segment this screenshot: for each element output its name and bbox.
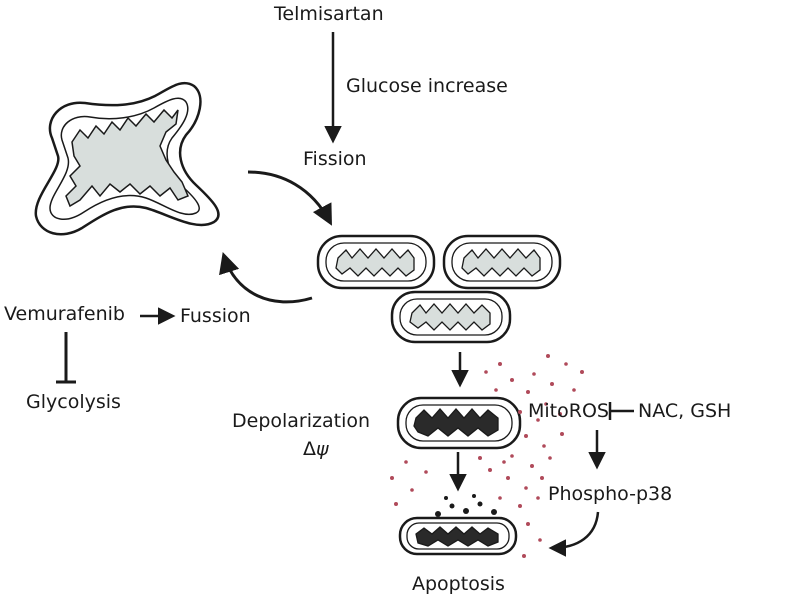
fragmented-mitochondrion-2 <box>442 234 562 290</box>
phospho-p38-label: Phospho-p38 <box>548 483 673 505</box>
telmisartan-label: Telmisartan <box>274 3 384 25</box>
fused-mitochondrion <box>34 81 220 236</box>
delta-psi-label: Δψ <box>303 440 329 459</box>
apoptosis-label: Apoptosis <box>412 573 505 595</box>
glucose-increase-label: Glucose increase <box>346 75 508 97</box>
fussion-label: Fussion <box>180 305 251 327</box>
depolarization-label: Depolarization <box>232 410 371 432</box>
fission-label: Fission <box>303 148 367 170</box>
nac-gsh-label: NAC, GSH <box>638 400 732 422</box>
fragmented-mitochondrion-1 <box>316 234 436 290</box>
fusion-curve-arrow <box>219 251 313 304</box>
apoptotic-mitochondrion <box>398 494 518 556</box>
glycolysis-label: Glycolysis <box>26 391 121 413</box>
vemurafenib-label: Vemurafenib <box>4 303 125 325</box>
psi-symbol: ψ <box>316 438 329 460</box>
depolarized-mitochondrion <box>396 396 522 450</box>
fragmented-mitochondrion-3 <box>390 290 512 344</box>
delta-symbol: Δ <box>303 438 316 460</box>
fission-curve-arrow <box>247 170 332 226</box>
ros-dots <box>390 354 584 558</box>
mitoros-label: MitoROS <box>528 400 609 422</box>
p38-curve-arrow <box>548 511 600 557</box>
